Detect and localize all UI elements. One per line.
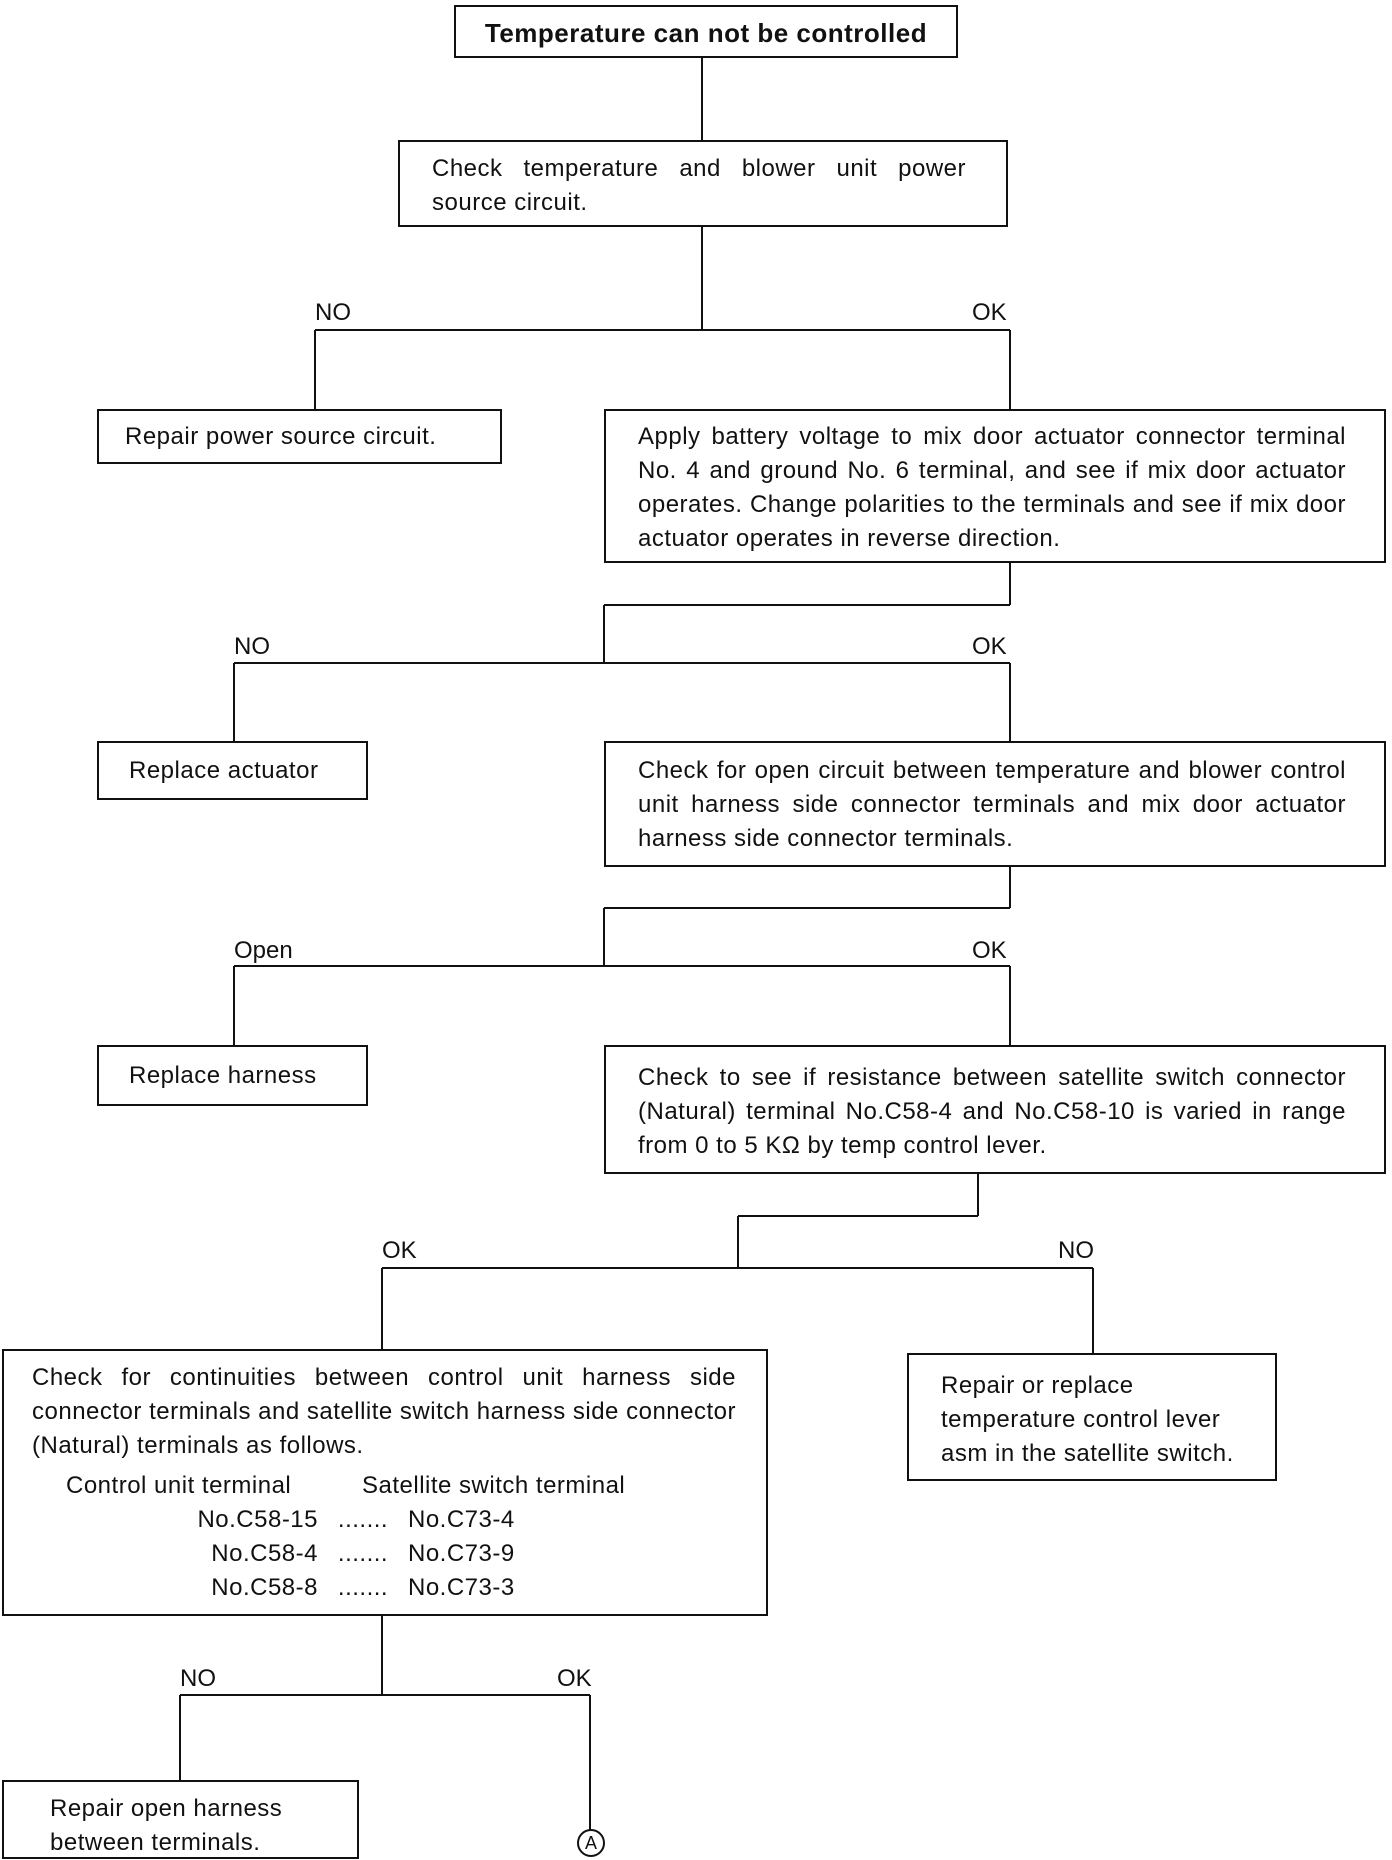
label-ok-1: OK (972, 299, 1007, 326)
step5-box: Check for continuities between control u… (2, 1349, 768, 1616)
title-box: Temperature can not be controlled (454, 5, 958, 58)
repair-lever-box: Repair or replace temperature control le… (907, 1353, 1277, 1481)
satellite-terminal: No.C73-3 (408, 1574, 515, 1601)
label-ok-4: OK (382, 1237, 417, 1264)
row-separator: ....... (337, 1540, 389, 1567)
control-terminal: No.C58-4 (211, 1540, 318, 1567)
control-terminal: No.C58-8 (211, 1574, 318, 1601)
label-no-4: NO (1058, 1237, 1094, 1264)
label-no-5: NO (180, 1665, 216, 1692)
replace-actuator-box: Replace actuator (97, 741, 368, 800)
label-no-1: NO (315, 299, 351, 326)
label-no-2: NO (234, 633, 270, 660)
replace-harness-box: Replace harness (97, 1045, 368, 1106)
satellite-terminal: No.C73-9 (408, 1540, 515, 1567)
repair-power-box: Repair power source circuit. (97, 409, 502, 464)
terminal-row: No.C58-15 ....... No.C73-4 (32, 1503, 736, 1537)
step2-box: Apply battery voltage to mix door actuat… (604, 409, 1386, 563)
step4-box: Check to see if resistance between satel… (604, 1045, 1386, 1174)
terminal-row: No.C58-4 ....... No.C73-9 (32, 1537, 736, 1571)
label-ok-2: OK (972, 633, 1007, 660)
label-ok-3: OK (972, 937, 1007, 964)
step5-text: Check for continuities between control u… (32, 1364, 736, 1459)
step1-box: Check temperature and blower unit power … (398, 140, 1008, 227)
label-ok-5: OK (557, 1665, 592, 1692)
col-control-header: Control unit terminal (66, 1472, 292, 1499)
terminal-row: No.C58-8 ....... No.C73-3 (32, 1571, 736, 1605)
row-separator: ....... (337, 1574, 389, 1601)
repair-open-box: Repair open harness between terminals. (2, 1780, 359, 1859)
row-separator: ....... (337, 1506, 389, 1533)
label-open-3: Open (234, 937, 293, 964)
connector-a: A (577, 1829, 605, 1857)
control-terminal: No.C58-15 (197, 1506, 318, 1533)
step3-box: Check for open circuit between temperatu… (604, 741, 1386, 867)
connector-a-label: A (585, 1833, 597, 1853)
col-satellite-header: Satellite switch terminal (362, 1472, 626, 1499)
satellite-terminal: No.C73-4 (408, 1506, 515, 1533)
terminal-table-header: Control unit terminal Satellite switch t… (32, 1469, 736, 1503)
